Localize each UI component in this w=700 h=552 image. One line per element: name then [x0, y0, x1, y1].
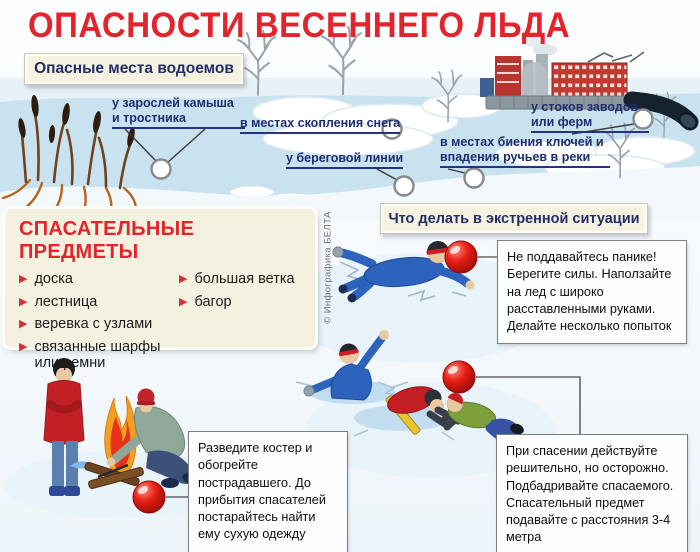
- emergency-heading: Что делать в экстренной ситуации: [380, 203, 648, 234]
- attribution: © Инфографика БЕЛТА: [322, 211, 334, 324]
- arrow-bullet-icon: ▶: [179, 273, 188, 285]
- arrow-bullet-icon: ▶: [19, 318, 28, 331]
- tip-markers: [132, 240, 478, 514]
- arrow-bullet-icon: ▶: [19, 273, 28, 285]
- zone-label-reeds: у зарослей камыша и тростника: [112, 96, 245, 129]
- rescue-items-panel: СПАСАТЕЛЬНЫЕ ПРЕДМЕТЫ ▶ доска ▶ лестница…: [5, 209, 315, 371]
- marker-circle: [632, 108, 654, 130]
- danger-places-heading: Опасные места водоемов: [24, 53, 244, 85]
- marker-circle: [393, 175, 415, 197]
- illustration-person-in-water: [295, 330, 409, 404]
- rescue-items-heading: СПАСАТЕЛЬНЫЕ ПРЕДМЕТЫ: [19, 218, 195, 263]
- arrow-bullet-icon: ▶: [19, 340, 28, 353]
- factory: [480, 37, 699, 131]
- marker-sphere: [132, 480, 166, 514]
- zone-callouts: [124, 108, 654, 197]
- tip-box-campfire: Разведите костер и обогрейте пострадавше…: [188, 431, 348, 552]
- tip-box-rescue-distance: При спасении действуйте решительно, но о…: [496, 434, 688, 552]
- rescue-item: ▶ багор: [179, 293, 232, 310]
- rescue-item: ▶ лестница: [19, 293, 98, 310]
- poster-title: ОПАСНОСТИ ВЕСЕННЕГО ЛЬДА: [28, 5, 571, 45]
- arrow-bullet-icon: ▶: [179, 295, 188, 308]
- marker-circle: [150, 158, 172, 180]
- rescue-item: ▶ веревка с узлами: [19, 316, 153, 333]
- tip-box-no-panic: Не поддавайтесь панике! Берегите силы. Н…: [497, 240, 687, 345]
- rescue-item: ▶ доска: [19, 271, 73, 287]
- rescue-item: ▶ большая ветка: [179, 271, 295, 287]
- marker-circle: [463, 167, 485, 189]
- illustration-crawling-person: [332, 241, 475, 303]
- illustration-campfire-scene: [43, 358, 202, 496]
- tip-connectors: [166, 256, 581, 498]
- zone-label-factory-drains: у стоков заводов или ферм: [531, 100, 649, 133]
- marker-circle: [381, 118, 403, 140]
- zone-label-springs: в местах биения ключей и впадения ручьев…: [440, 135, 610, 168]
- arrow-bullet-icon: ▶: [19, 295, 28, 308]
- marker-sphere: [444, 240, 478, 274]
- rescue-item: ▶ связанные шарфы или ремни: [19, 338, 161, 371]
- zone-label-shoreline: у береговой линии: [286, 151, 404, 169]
- marker-sphere: [442, 360, 476, 394]
- zone-label-snow: в местах скопления снега: [240, 116, 401, 134]
